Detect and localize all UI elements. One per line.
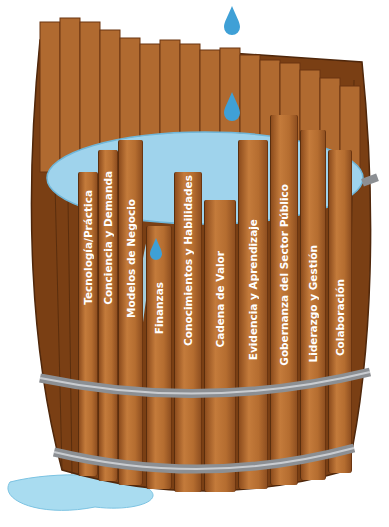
barrel-hoop bbox=[54, 448, 354, 469]
stave-label: Liderazgo y Gestión bbox=[307, 245, 319, 362]
water-drop bbox=[150, 238, 162, 260]
water-drop bbox=[224, 92, 240, 121]
stave-label: Tecnología/Práctica bbox=[82, 190, 94, 305]
stave-label: Colaboración bbox=[334, 279, 346, 356]
barrel-stave: Cadena de Valor bbox=[204, 200, 236, 492]
inner-stave bbox=[40, 22, 60, 172]
barrel-hoop bbox=[40, 372, 370, 394]
inner-stave bbox=[60, 18, 80, 172]
barrel-stave: Gobernanza del Sector Público bbox=[270, 115, 298, 485]
water-drop bbox=[224, 6, 240, 35]
stave-label: Evidencia y Aprendizaje bbox=[247, 219, 259, 360]
barrel-stave: Conocimientos y Habilidades bbox=[174, 172, 202, 492]
barrel-stave: Tecnología/Práctica bbox=[78, 172, 98, 476]
barrel-stave: Colaboración bbox=[328, 150, 352, 473]
stave-label: Gobernanza del Sector Público bbox=[278, 184, 290, 366]
hoop-end bbox=[361, 174, 379, 187]
barrel-stave: Liderazgo y Gestión bbox=[300, 130, 326, 480]
barrel-stave: Modelos de Negocio bbox=[118, 140, 143, 485]
stave-label: Cadena de Valor bbox=[214, 251, 226, 348]
stave-label: Conocimientos y Habilidades bbox=[182, 175, 194, 346]
stave-label: Finanzas bbox=[153, 282, 165, 334]
hoop-highlight bbox=[54, 448, 354, 469]
hoop-highlight bbox=[40, 372, 370, 394]
barrel-stave: Conciencia y Demanda bbox=[98, 150, 118, 481]
barrel-stave: Evidencia y Aprendizaje bbox=[238, 140, 268, 489]
stave-label: Conciencia y Demanda bbox=[102, 171, 114, 305]
stave-label: Modelos de Negocio bbox=[125, 199, 137, 318]
barrel-stave: Finanzas bbox=[146, 226, 172, 489]
